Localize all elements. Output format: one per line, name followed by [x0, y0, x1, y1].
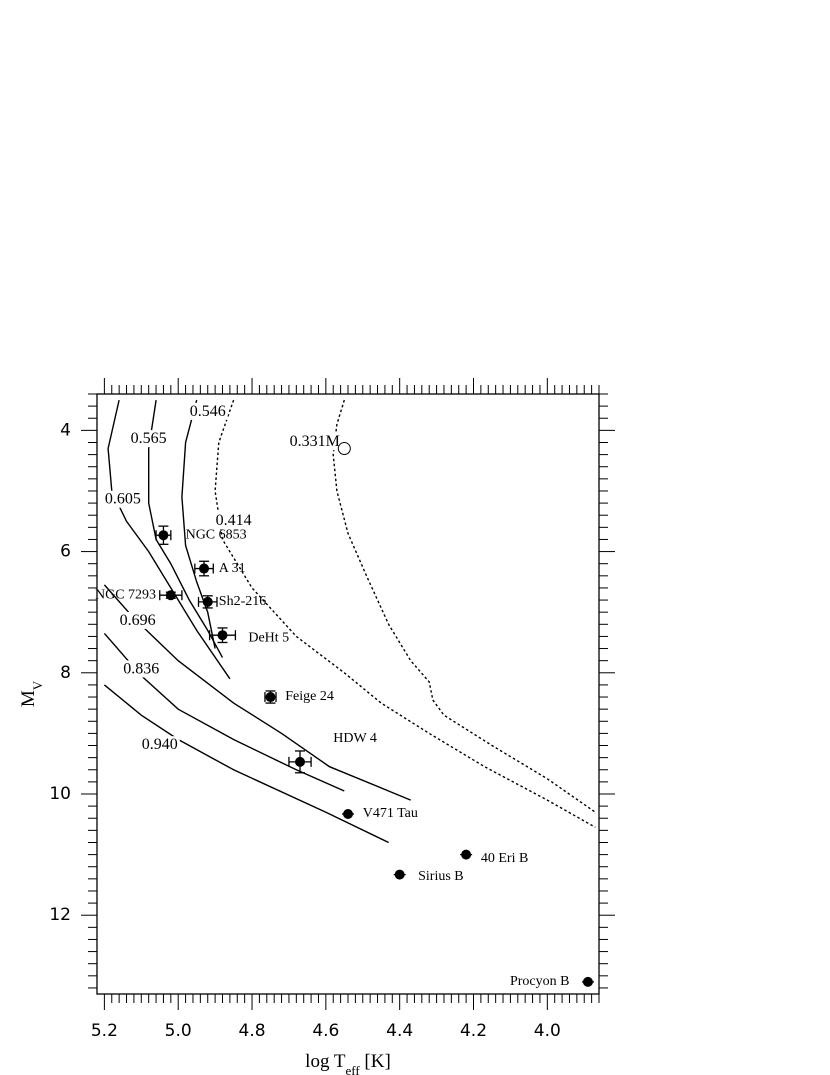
cooling-track-3 [148, 399, 224, 658]
cooling-track-label-0: 0.331M [290, 433, 340, 450]
cooling-track-2 [181, 399, 216, 649]
star-marker-0 [158, 530, 169, 541]
star-marker-3 [202, 596, 213, 607]
star-label-6: HDW 4 [333, 731, 377, 746]
x-tick-label-6: 4.0 [534, 1021, 561, 1041]
y-tick-label-0: 4 [60, 420, 71, 440]
cooling-track-label-bg-1 [213, 511, 254, 529]
x-axis-label: log Teff [K] [305, 1051, 391, 1075]
star-label-8: 40 Eri B [481, 851, 528, 866]
x-tick-label-5: 4.2 [460, 1021, 487, 1041]
cooling-track-label-4: 0.605 [105, 491, 141, 508]
axis-ticks [81, 378, 615, 1010]
y-tick-label-4: 12 [49, 905, 71, 925]
cooling-track-label-2: 0.546 [190, 403, 226, 420]
star-marker-6 [295, 756, 306, 767]
star-marker-1 [199, 563, 210, 574]
x-axis-label-sub: eff [345, 1063, 360, 1075]
star-marker-2 [165, 590, 176, 601]
y-axis-label-sub: V [30, 680, 45, 690]
x-tick-label-2: 4.8 [239, 1021, 266, 1041]
tick-labels: 5.2 5.0 4.8 4.6 4.4 4.2 4.0 4 6 8 10 12 [49, 420, 560, 1041]
cooling-track-label-3: 0.565 [131, 430, 167, 447]
cooling-track-label-6: 0.836 [123, 660, 159, 677]
x-tick-label-3: 4.6 [312, 1021, 339, 1041]
star-marker-5 [265, 692, 276, 703]
star-label-3: Sh2-216 [219, 594, 266, 609]
cooling-track-label-bg-7 [139, 736, 180, 754]
star-label-7: V471 Tau [363, 806, 418, 821]
x-tick-label-0: 5.2 [91, 1021, 118, 1041]
cooling-track-label-bg-0 [287, 433, 342, 451]
y-tick-label-1: 6 [60, 542, 71, 562]
cooling-track-0 [332, 399, 596, 813]
star-label-2: NGC 7293 [95, 587, 156, 602]
star-markers [155, 442, 594, 987]
plot-frame [96, 393, 600, 995]
star-label-1: A 31 [219, 561, 246, 576]
cooling-track-6 [103, 632, 345, 792]
star-label-9: Sirius B [418, 869, 464, 884]
cooling-track-label-1: 0.414 [216, 512, 252, 529]
star-marker-4 [217, 630, 228, 641]
star-label-5: Feige 24 [285, 689, 334, 704]
y-axis-label-main: M [18, 690, 39, 707]
y-axis-label: MV [18, 680, 45, 707]
star-marker-10 [582, 976, 593, 987]
cooling-track-7 [103, 684, 389, 844]
open-marker [337, 442, 351, 456]
star-marker-8 [461, 849, 472, 860]
star-label-0: NGC 6853 [186, 527, 247, 542]
cooling-track-labels: 0.331M 0.414 0.546 0.565 0.605 0.696 0.836 0.94… [102, 402, 342, 754]
x-tick-label-4: 4.4 [386, 1021, 413, 1041]
cooling-track-label-bg-2 [187, 402, 228, 420]
cooling-track-4 [107, 399, 231, 680]
star-marker-7 [343, 809, 353, 819]
star-marker-9 [394, 869, 405, 880]
star-label-10: Procyon B [510, 974, 570, 989]
cooling-track-1 [214, 399, 596, 828]
x-axis-label-main: log T [305, 1051, 346, 1072]
y-tick-label-3: 10 [49, 784, 71, 804]
cooling-tracks [103, 399, 596, 844]
cooling-track-label-bg-3 [128, 430, 169, 448]
cooling-track-label-bg-6 [121, 660, 162, 678]
x-tick-label-1: 5.0 [165, 1021, 192, 1041]
y-tick-label-2: 8 [60, 663, 71, 683]
star-label-4: DeHt 5 [248, 630, 289, 645]
cooling-track-label-bg-5 [117, 611, 158, 629]
cooling-track-label-bg-4 [102, 490, 143, 508]
cooling-track-label-7: 0.940 [142, 736, 178, 753]
cooling-track-label-5: 0.696 [120, 612, 156, 629]
x-axis-label-unit: [K] [360, 1051, 391, 1072]
